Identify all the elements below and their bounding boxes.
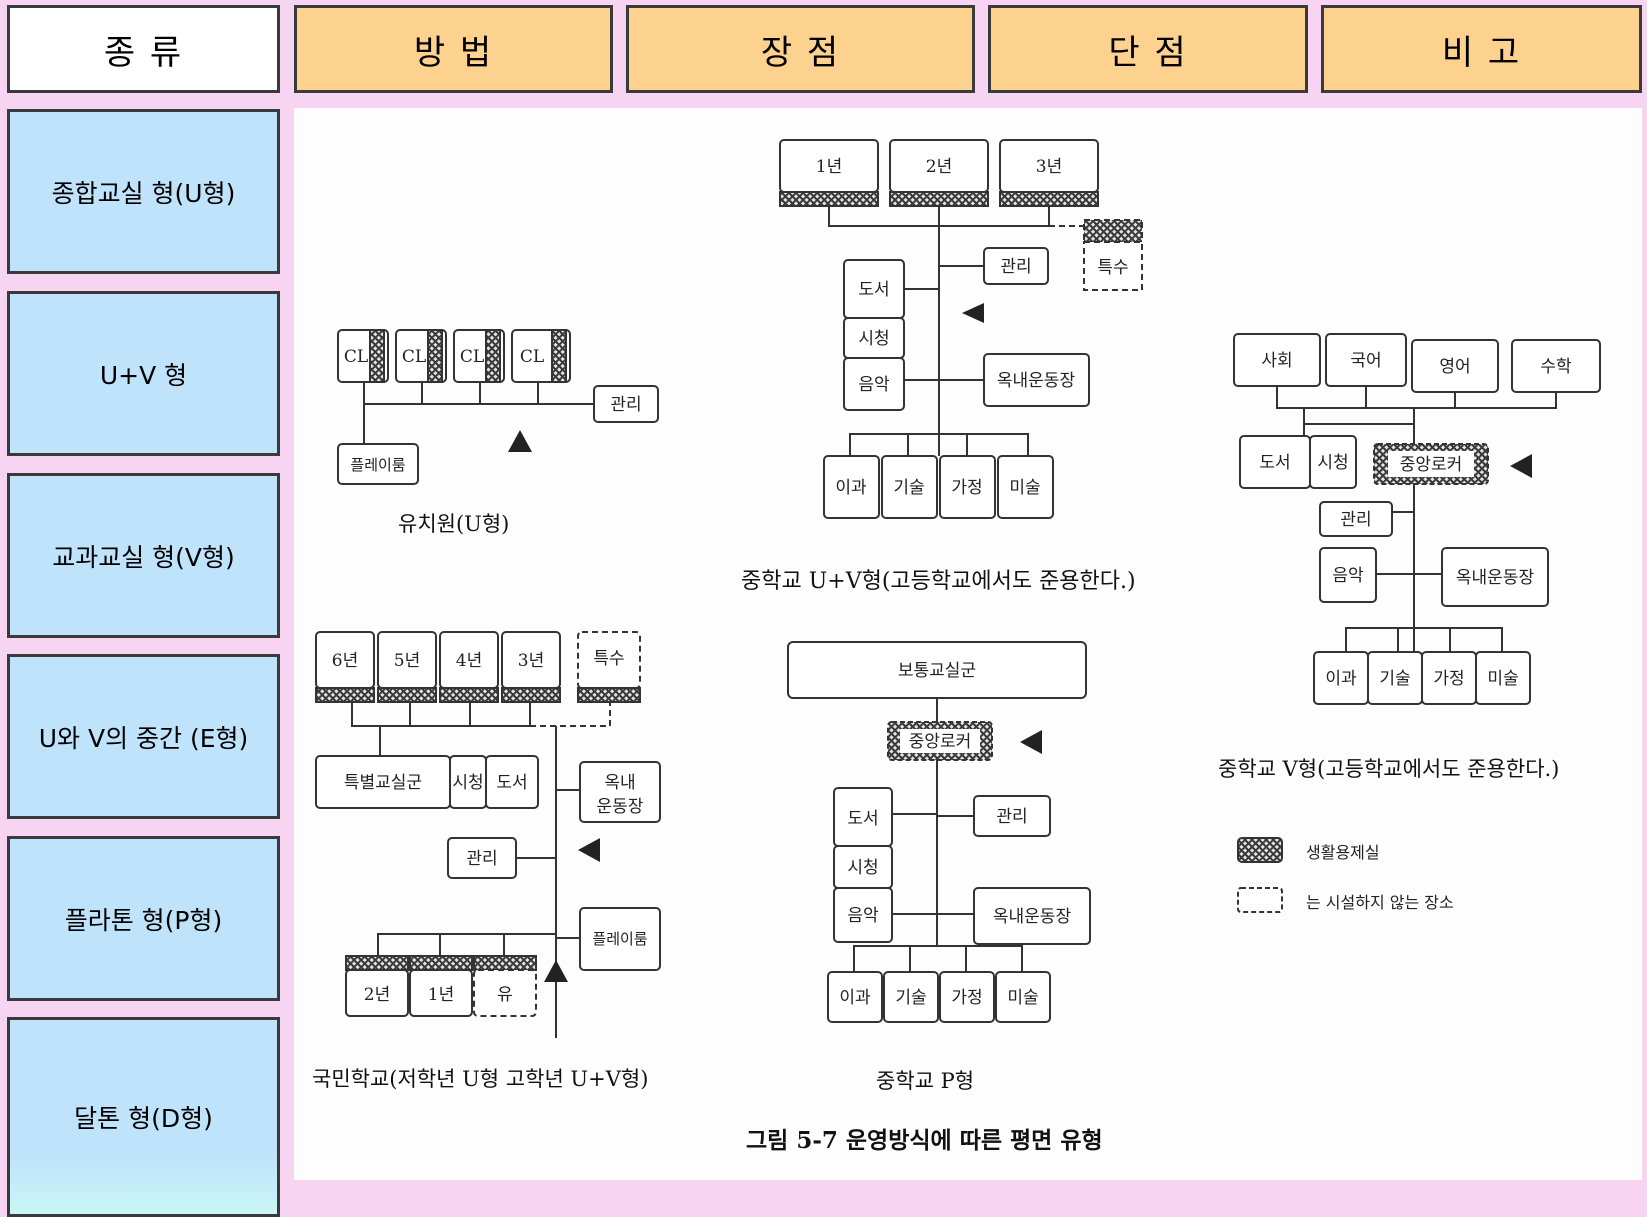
header-pros: 장 점 xyxy=(626,5,975,93)
uv-music: 음악 xyxy=(858,375,890,395)
uv-subject-home: 가정 xyxy=(951,478,982,498)
diagram-primary: 6년 5년 4년 3년 특수 특별교실군 시청 도서 옥내 운동장 관리 플레이… xyxy=(312,631,661,1091)
p-library: 도서 xyxy=(496,773,527,793)
v-subject-tech: 기술 xyxy=(1379,669,1410,689)
v-locker: 중앙로커 xyxy=(1400,455,1463,475)
p-grade-1: 1년 xyxy=(428,985,454,1005)
uv-subject-science: 이과 xyxy=(835,478,867,498)
p-grade-3: 3년 xyxy=(518,651,544,671)
k-admin: 관리 xyxy=(610,395,641,415)
uv-grade-2: 2년 xyxy=(926,157,952,177)
uv-special: 특수 xyxy=(1097,258,1128,278)
caption-middle-p: 중학교 P형 xyxy=(876,1069,974,1093)
uv-entrance-marker xyxy=(962,303,984,323)
v-subject-social: 사회 xyxy=(1261,351,1292,371)
pp-subject-art: 미술 xyxy=(1007,988,1038,1008)
v-subject-korean: 국어 xyxy=(1350,351,1381,371)
pp-music: 음악 xyxy=(847,906,879,926)
uv-subject-tech: 기술 xyxy=(893,478,924,498)
v-av: 시청 xyxy=(1317,453,1348,473)
k-room-2: CL xyxy=(402,347,426,367)
pp-subject-science: 이과 xyxy=(839,988,871,1008)
k-room-4: CL xyxy=(520,347,544,367)
pp-subject-home: 가정 xyxy=(951,988,982,1008)
p-gym-1: 옥내 xyxy=(604,773,635,793)
uv-library: 도서 xyxy=(858,280,889,300)
p-grade-6: 6년 xyxy=(332,651,358,671)
header-cons: 단 점 xyxy=(988,5,1308,93)
pp-gym: 옥내운동장 xyxy=(993,907,1072,927)
type-uv: U+V 형 xyxy=(7,291,280,456)
v-subject-science: 이과 xyxy=(1325,669,1357,689)
p-grade-4: 4년 xyxy=(456,651,482,671)
p-gym-2: 운동장 xyxy=(597,797,644,817)
uv-subject-art: 미술 xyxy=(1009,478,1040,498)
type-e: U와 V의 중간 (E형) xyxy=(7,654,280,819)
pp-av: 시청 xyxy=(847,858,878,878)
p-kinder: 유 xyxy=(497,985,513,1005)
pp-entrance-marker xyxy=(1020,730,1042,754)
p-grade-2: 2년 xyxy=(364,985,390,1005)
header-notes: 비 고 xyxy=(1321,5,1642,93)
pp-library: 도서 xyxy=(847,809,878,829)
type-v: 교과교실 형(V형) xyxy=(7,473,280,638)
pp-general: 보통교실군 xyxy=(898,661,976,681)
caption-middle-v: 중학교 V형(고등학교에서도 준용한다.) xyxy=(1218,757,1559,781)
legend: 생활용제실 는 시설하지 않는 장소 xyxy=(1237,837,1454,913)
legend-not-installed: 는 시설하지 않는 장소 xyxy=(1306,893,1454,912)
p-av: 시청 xyxy=(452,773,483,793)
diagram-kindergarten: CL CL CL CL 관리 플레이룸 유치원(U형) xyxy=(337,329,659,536)
header-type: 종 류 xyxy=(7,5,280,93)
p-grade-5: 5년 xyxy=(394,651,420,671)
v-admin: 관리 xyxy=(1340,510,1371,530)
p-special: 특수 xyxy=(593,649,624,669)
v-music: 음악 xyxy=(1332,566,1364,586)
k-entrance-marker xyxy=(508,430,532,452)
figure-title: 그림 5-7 운영방식에 따른 평면 유형 xyxy=(746,1127,1103,1154)
uv-gym: 옥내운동장 xyxy=(997,371,1076,391)
caption-primary: 국민학교(저학년 U형 고학년 U+V형) xyxy=(312,1067,648,1091)
pp-locker: 중앙로커 xyxy=(909,732,972,752)
caption-middle-uv: 중학교 U+V형(고등학교에서도 준용한다.) xyxy=(741,569,1136,594)
type-d: 달톤 형(D형) xyxy=(7,1017,280,1217)
diagram-middle-uv: 1년 2년 3년 특수 관리 도서 시청 음악 옥내운동장 이과 기술 가정 xyxy=(741,139,1143,594)
pp-subject-tech: 기술 xyxy=(895,988,926,1008)
k-playroom: 플레이룸 xyxy=(350,456,405,474)
k-room-1: CL xyxy=(344,347,368,367)
legend-hatch-swatch xyxy=(1237,837,1283,863)
diagram-middle-v: 사회 국어 영어 수학 도서 시청 중앙로커 관리 음악 옥내운동장 이과 xyxy=(1218,333,1601,781)
legend-homeroom: 생활용제실 xyxy=(1306,843,1380,862)
v-subject-math: 수학 xyxy=(1540,357,1572,377)
k-room-3: CL xyxy=(460,347,484,367)
layout-figure: 1년 2년 3년 특수 관리 도서 시청 음악 옥내운동장 이과 기술 가정 xyxy=(312,139,1601,1154)
v-subject-home: 가정 xyxy=(1433,669,1464,689)
legend-dashed-swatch xyxy=(1237,887,1283,913)
caption-kindergarten: 유치원(U형) xyxy=(398,512,509,536)
uv-av: 시청 xyxy=(858,329,889,349)
p-playroom: 플레이룸 xyxy=(592,930,647,948)
type-u: 종합교실 형(U형) xyxy=(7,109,280,274)
uv-admin: 관리 xyxy=(1000,257,1031,277)
pp-admin: 관리 xyxy=(996,807,1027,827)
diagram-middle-p: 보통교실군 중앙로커 도서 관리 시청 음악 옥내운동장 이과 기술 가정 미술… xyxy=(787,641,1091,1093)
type-p: 플라톤 형(P형) xyxy=(7,836,280,1001)
figure-panel: 1년 2년 3년 특수 관리 도서 시청 음악 옥내운동장 이과 기술 가정 xyxy=(294,108,1642,1180)
v-gym: 옥내운동장 xyxy=(1456,568,1535,588)
v-subject-art: 미술 xyxy=(1487,669,1518,689)
p-special-group: 특별교실군 xyxy=(344,773,422,793)
uv-grade-1: 1년 xyxy=(816,157,842,177)
v-subject-english: 영어 xyxy=(1439,357,1470,377)
p-entrance-marker-1 xyxy=(578,838,600,862)
p-entrance-marker-2 xyxy=(544,960,568,982)
v-library: 도서 xyxy=(1259,453,1290,473)
uv-grade-3: 3년 xyxy=(1036,157,1062,177)
v-entrance-marker xyxy=(1510,454,1532,478)
header-method: 방 법 xyxy=(294,5,613,93)
p-admin: 관리 xyxy=(466,849,497,869)
